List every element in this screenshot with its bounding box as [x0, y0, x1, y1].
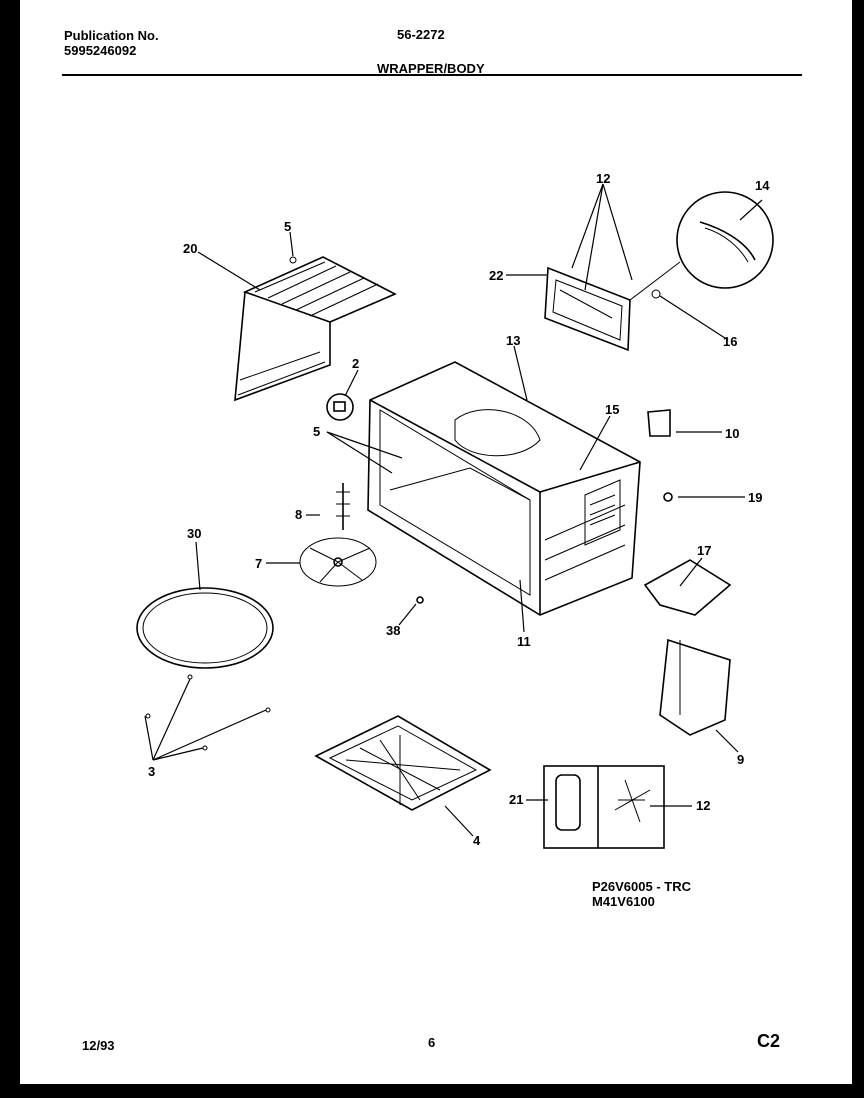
callout-7: 7 — [255, 556, 262, 571]
part-38 — [416, 596, 424, 604]
tray-4 — [314, 715, 492, 811]
part-10-plate — [647, 409, 671, 437]
part-2-circle — [326, 393, 354, 421]
scan-border-left — [0, 0, 20, 1098]
roller-ring-30 — [136, 587, 274, 669]
callout-38: 38 — [386, 623, 400, 638]
part-17-bracket — [643, 559, 732, 616]
scan-border-right — [852, 0, 864, 1098]
detail-circle-14 — [676, 191, 774, 289]
callout-2: 2 — [352, 356, 359, 371]
screw-19 — [663, 492, 673, 502]
footer-page-number: 6 — [428, 1035, 436, 1050]
callout-22: 22 — [489, 268, 503, 283]
wrapper-top-panel — [234, 256, 397, 402]
callout-13: 13 — [506, 333, 520, 348]
door-assembly — [544, 261, 681, 352]
callout-21: 21 — [509, 792, 523, 807]
callout-5-middle: 5 — [313, 424, 320, 439]
callout-12-top: 12 — [596, 171, 610, 186]
callout-5-top: 5 — [284, 219, 291, 234]
model-number-1: P26V6005 - TRC — [592, 879, 691, 894]
footer-code: C2 — [757, 1031, 781, 1051]
scan-border-bottom — [0, 1084, 864, 1098]
callout-17: 17 — [697, 543, 711, 558]
callout-12-bottom: 12 — [696, 798, 710, 813]
callout-9: 9 — [737, 752, 744, 767]
part-8 — [336, 483, 350, 530]
callout-19: 19 — [748, 490, 762, 505]
leader-lines — [144, 183, 763, 837]
callout-10: 10 — [725, 426, 739, 441]
callout-14: 14 — [755, 178, 770, 193]
screw-16 — [651, 289, 661, 299]
callout-labels: 20 5 12 14 22 16 2 13 15 10 5 19 8 30 7 … — [148, 171, 770, 848]
publication-label: Publication No. — [64, 28, 159, 43]
section-title: WRAPPER/BODY — [377, 61, 485, 76]
exploded-view-diagram: 20 5 12 14 22 16 2 13 15 10 5 19 8 30 7 … — [136, 171, 774, 849]
callout-3: 3 — [148, 764, 155, 779]
callout-16: 16 — [723, 334, 737, 349]
footer-date: 12/93 — [82, 1038, 115, 1053]
cabinet-body — [367, 361, 641, 616]
callout-11: 11 — [517, 634, 531, 649]
model-number-2: M41V6100 — [592, 894, 655, 909]
callout-20: 20 — [183, 241, 197, 256]
roller-parts-3 — [145, 674, 271, 751]
header-rule — [62, 74, 802, 76]
accessory-box — [543, 765, 665, 849]
fan-blade-7 — [299, 537, 377, 587]
callout-8: 8 — [295, 507, 302, 522]
callout-4: 4 — [473, 833, 481, 848]
callout-15: 15 — [605, 402, 619, 417]
model-code: 56-2272 — [397, 27, 445, 42]
callout-30: 30 — [187, 526, 201, 541]
part-9-duct — [659, 638, 731, 736]
publication-number: 5995246092 — [64, 43, 137, 58]
